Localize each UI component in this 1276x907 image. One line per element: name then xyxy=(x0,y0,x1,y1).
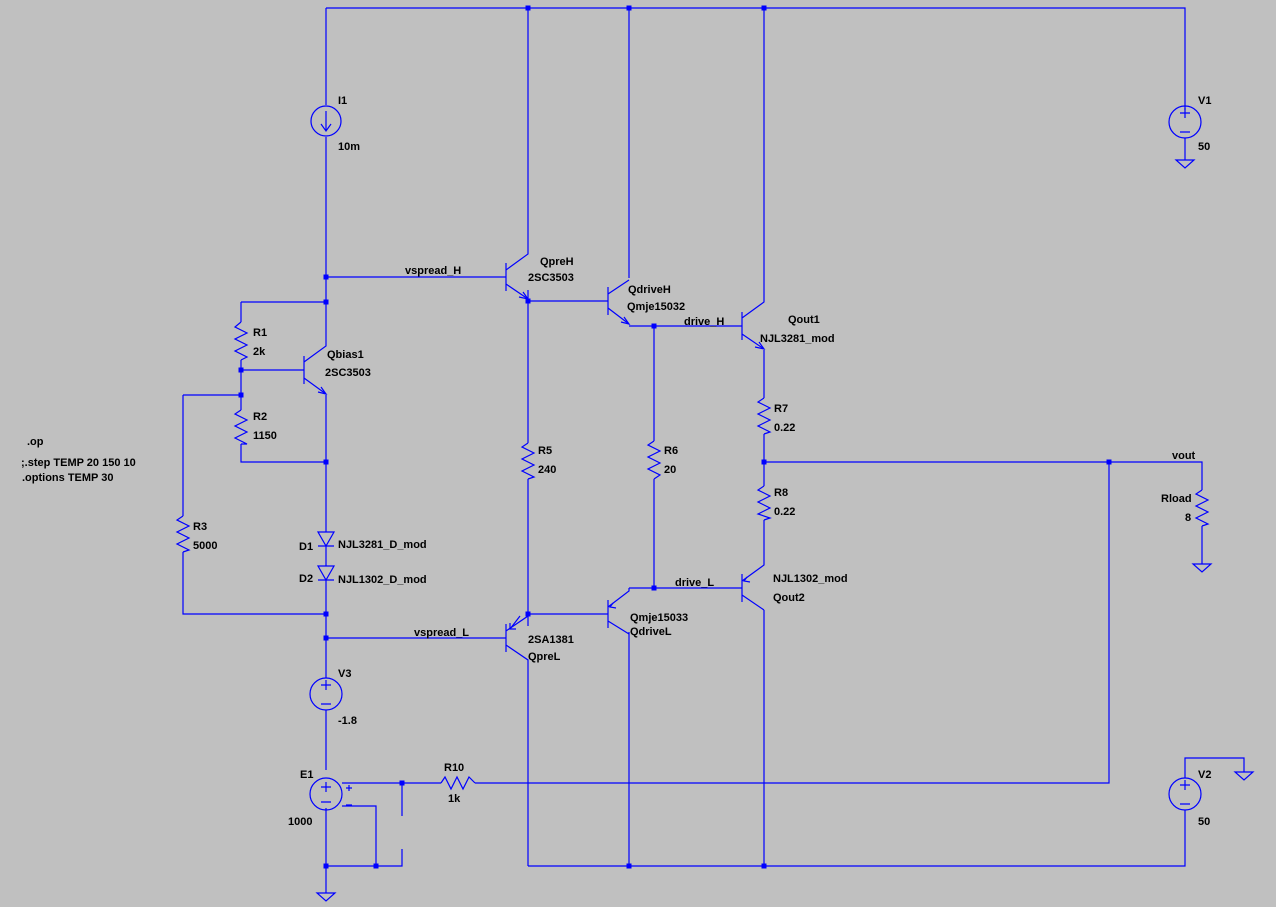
r3-ref: R3 xyxy=(193,521,207,533)
qdriveh-value: Qmje15032 xyxy=(627,301,685,313)
qout1-value: NJL3281_mod xyxy=(760,333,835,345)
diode-d2[interactable] xyxy=(316,565,336,582)
qout2-value: NJL1302_mod xyxy=(773,573,848,585)
qbias1-ref: Qbias1 xyxy=(327,349,364,361)
transistor-qdriveh[interactable] xyxy=(604,279,631,325)
rload-value: 8 xyxy=(1185,512,1191,524)
rload-ref: Rload xyxy=(1161,493,1192,505)
r10-value: 1k xyxy=(448,793,461,805)
r10-ref: R10 xyxy=(444,762,464,774)
r6-value: 20 xyxy=(664,464,676,476)
directive-op[interactable]: .op xyxy=(27,436,44,448)
directive-step[interactable]: ;.step TEMP 20 150 10 xyxy=(21,457,136,469)
r8-value: 0.22 xyxy=(774,506,795,518)
ground-symbol xyxy=(315,892,337,902)
v2-ref: V2 xyxy=(1198,769,1211,781)
resistor-rload[interactable] xyxy=(1194,489,1210,527)
resistor-r10[interactable] xyxy=(440,775,476,791)
qpreh-value: 2SC3503 xyxy=(528,272,574,284)
net-label-drive-h: drive_H xyxy=(684,316,724,328)
transistor-qout2[interactable] xyxy=(740,560,765,611)
qout2-ref: Qout2 xyxy=(773,592,805,604)
r6-ref: R6 xyxy=(664,445,678,457)
d2-value: NJL1302_D_mod xyxy=(338,574,427,586)
r1-ref: R1 xyxy=(253,327,267,339)
i1-ref: I1 xyxy=(338,95,347,107)
net-label-vout: vout xyxy=(1172,450,1196,462)
resistor-r2[interactable] xyxy=(233,409,249,445)
transistor-qout1[interactable] xyxy=(740,300,766,350)
r2-ref: R2 xyxy=(253,411,267,423)
e1-value: 1000 xyxy=(288,816,312,828)
voltage-source-v2[interactable] xyxy=(1168,777,1202,811)
diode-d1[interactable] xyxy=(316,531,336,548)
qout1-ref: Qout1 xyxy=(788,314,820,326)
resistor-r7[interactable] xyxy=(756,397,772,435)
resistor-r3[interactable] xyxy=(175,515,191,553)
v3-ref: V3 xyxy=(338,668,351,680)
resistor-r1[interactable] xyxy=(233,321,249,361)
resistor-r6[interactable] xyxy=(646,440,662,480)
d1-value: NJL3281_D_mod xyxy=(338,539,427,551)
qdrivel-ref: QdriveL xyxy=(630,626,672,638)
net-label-vspread-l: vspread_L xyxy=(414,627,469,639)
directive-options[interactable]: .options TEMP 30 xyxy=(22,472,113,484)
resistor-r8[interactable] xyxy=(756,485,772,521)
ground-symbol xyxy=(1233,771,1255,781)
r1-value: 2k xyxy=(253,346,266,358)
resistor-r5[interactable] xyxy=(520,442,536,480)
current-source-i1[interactable] xyxy=(310,105,342,137)
net-label-drive-l: drive_L xyxy=(675,577,714,589)
junction-dots xyxy=(238,5,1112,869)
qprel-ref: QpreL xyxy=(528,651,561,663)
transistor-qbias1[interactable] xyxy=(300,340,328,395)
qbias1-value: 2SC3503 xyxy=(325,367,371,379)
qdrivel-value: Qmje15033 xyxy=(630,612,688,624)
r7-ref: R7 xyxy=(774,403,788,415)
transistor-qpreh[interactable] xyxy=(500,250,530,300)
d1-ref: D1 xyxy=(299,541,313,553)
qprel-value: 2SA1381 xyxy=(528,634,574,646)
r7-value: 0.22 xyxy=(774,422,795,434)
v1-value: 50 xyxy=(1198,141,1210,153)
ground-symbol xyxy=(1191,563,1213,573)
r8-ref: R8 xyxy=(774,487,788,499)
ground-symbol xyxy=(1174,159,1196,169)
v2-value: 50 xyxy=(1198,816,1210,828)
v3-value: -1.8 xyxy=(338,715,357,727)
transistor-qprel[interactable] xyxy=(500,614,529,664)
voltage-source-v3[interactable] xyxy=(309,677,343,711)
r3-value: 5000 xyxy=(193,540,217,552)
qdriveh-ref: QdriveH xyxy=(628,284,671,296)
r2-value: 1150 xyxy=(253,430,277,442)
d2-ref: D2 xyxy=(299,573,313,585)
r5-ref: R5 xyxy=(538,445,552,457)
r5-value: 240 xyxy=(538,464,556,476)
net-label-vspread-h: vspread_H xyxy=(405,265,461,277)
qpreh-ref: QpreH xyxy=(540,256,574,268)
v1-ref: V1 xyxy=(1198,95,1211,107)
voltage-source-v1[interactable] xyxy=(1168,105,1202,139)
dependent-source-e1[interactable] xyxy=(309,777,352,811)
e1-ref: E1 xyxy=(300,769,313,781)
wires xyxy=(182,7,1245,893)
i1-value: 10m xyxy=(338,141,360,153)
transistor-qdrivel[interactable] xyxy=(604,588,630,635)
